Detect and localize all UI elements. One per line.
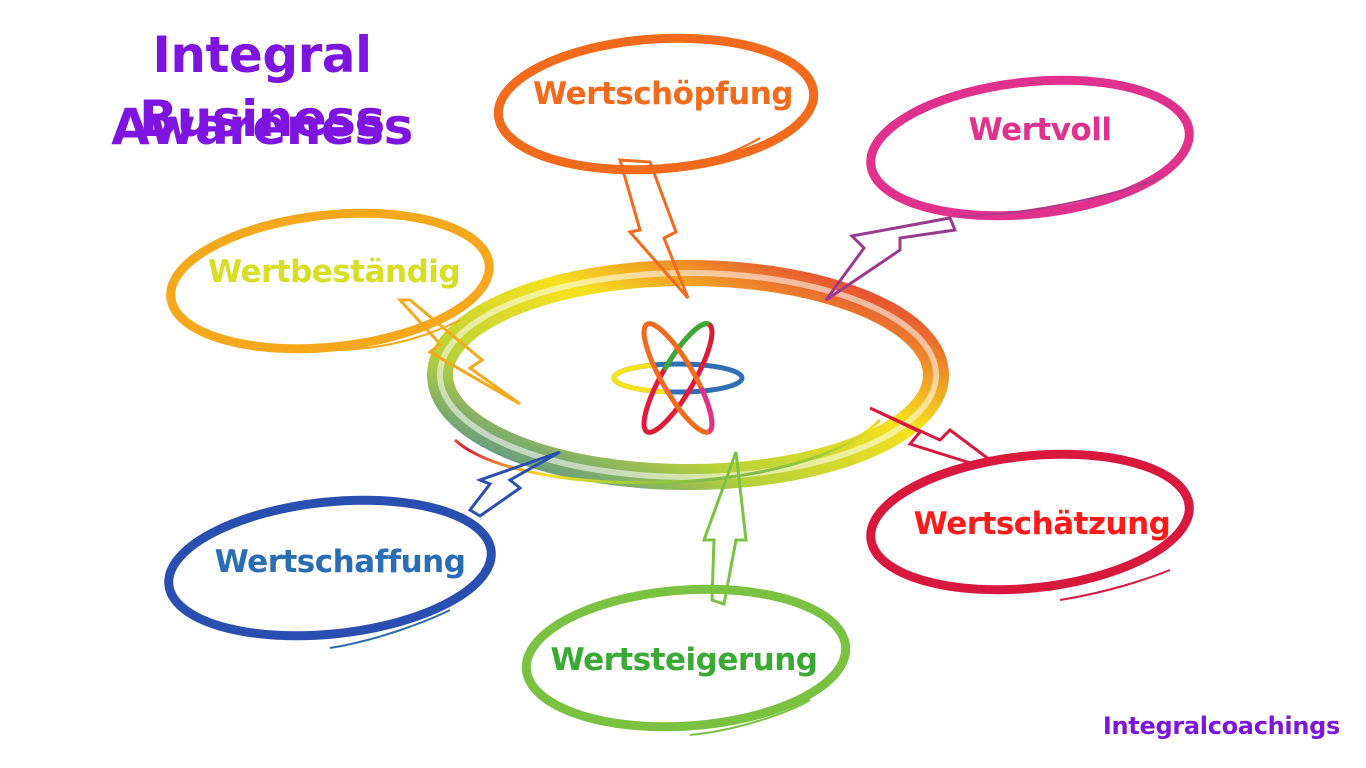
- node-label-wertschaffung: Wertschaffung: [215, 544, 466, 580]
- title-line-2: Awareness: [111, 98, 413, 156]
- node-wertschaffung: Wertschaffung: [164, 450, 561, 649]
- node-label-wertvoll: Wertvoll: [969, 112, 1112, 148]
- title-line-1: Integral Business: [139, 26, 385, 148]
- central-ring: [427, 260, 949, 490]
- node-wertbestaendig: Wertbeständig: [166, 208, 521, 406]
- brand-label: Integralcoachings: [1102, 712, 1340, 740]
- node-wertvoll: Wertvoll: [824, 75, 1194, 302]
- node-label-wertbestaendig: Wertbeständig: [208, 254, 460, 290]
- node-wertschaetzung: Wertschätzung: [866, 406, 1194, 601]
- atom-icon: [611, 321, 745, 435]
- node-label-wertschoepfung: Wertschöpfung: [533, 76, 793, 112]
- node-wertsteigerung: Wertsteigerung: [521, 451, 851, 736]
- node-wertschoepfung: Wertschöpfung: [493, 33, 819, 299]
- node-label-wertsteigerung: Wertsteigerung: [551, 642, 818, 678]
- node-label-wertschaetzung: Wertschätzung: [914, 506, 1171, 542]
